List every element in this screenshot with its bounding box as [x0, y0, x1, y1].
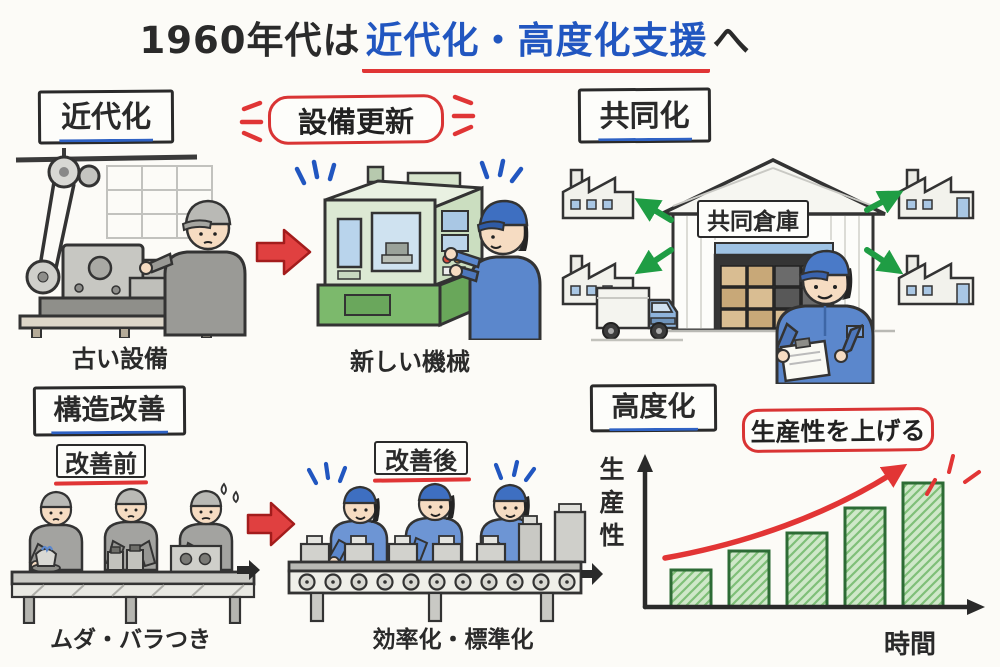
emphasis-dashes-right-icon: [451, 94, 476, 137]
sparkle-icon: [306, 459, 537, 486]
title-suffix: へ: [712, 19, 751, 62]
worker-new-machine: [444, 199, 542, 340]
factory-icon: [897, 168, 975, 220]
productivity-bar: [727, 549, 771, 609]
bench-items: [31, 544, 223, 574]
productivity-bar: [843, 506, 887, 609]
y-axis-arrow-icon: [637, 454, 653, 472]
after-improvement-label: 改善後: [374, 441, 468, 475]
page-title: 1960年代は 近代化・高度化支援 へ: [0, 10, 945, 73]
structural-improvement-label-text: 構造改善: [51, 387, 168, 435]
old-equipment-caption: 古い設備: [72, 345, 168, 373]
title-prefix: 1960年代は: [139, 19, 361, 62]
before-improvement-label: 改善前: [56, 444, 146, 478]
structural-improvement-label: 構造改善: [32, 385, 187, 437]
factory-icon: [897, 254, 975, 306]
sweat-drops-icon: [220, 482, 239, 504]
new-machine-caption: 新しい機械: [350, 348, 470, 376]
flow-arrow-icon: [581, 563, 603, 585]
uniform-products: [299, 503, 587, 564]
truck: [591, 286, 683, 342]
conveyor-belt: [287, 560, 583, 623]
productivity-chart: [637, 454, 985, 615]
emphasis-dashes-left-icon: [239, 100, 264, 143]
red-arrow-icon: [246, 501, 296, 547]
after-caption: 効率化・標準化: [372, 627, 534, 653]
y-axis-label-text: 生産性: [599, 455, 625, 550]
flow-arrow-icon: [237, 560, 260, 580]
before-improvement-illustration: [10, 482, 260, 624]
belt-drive: [15, 148, 198, 269]
cnc-machine: [316, 165, 488, 328]
advancement-label: 高度化: [589, 383, 718, 433]
sparkle-icon: [294, 158, 524, 186]
modernization-label-text: 近代化: [58, 91, 154, 143]
old-machine-illustration: [15, 148, 247, 338]
new-machine-illustration: [294, 158, 542, 340]
cooperation-label: 共同化: [577, 87, 712, 144]
title-highlight: 近代化・高度化支援: [362, 10, 711, 73]
cooperation-label-text: 共同化: [597, 90, 692, 141]
warehouse-sign: 共同倉庫: [697, 200, 809, 238]
before-improvement-label-text: 改善前: [65, 449, 137, 478]
worker-old-machine: [139, 199, 247, 337]
productivity-bar: [669, 568, 713, 609]
advancement-label-text: 高度化: [609, 384, 698, 432]
productivity-bar: [901, 481, 945, 609]
chart-bars: [669, 481, 945, 609]
after-improvement-label-text: 改善後: [385, 446, 457, 475]
cooperation-illustration: [561, 158, 975, 384]
productivity-bar: [785, 531, 829, 609]
after-improvement-illustration: [287, 459, 603, 623]
chart-axes: [642, 465, 974, 610]
factory-icon: [561, 168, 635, 220]
x-axis-label: 時間: [883, 630, 936, 660]
warehouse-sign-text: 共同倉庫: [707, 209, 799, 235]
green-arrow-icons: [634, 190, 904, 275]
x-axis-arrow-icon: [967, 599, 985, 615]
worker-clipboard: [775, 249, 875, 384]
red-arrow-icon: [255, 228, 312, 276]
modernization-label: 近代化: [37, 89, 175, 145]
equipment-renewal-label-text: 設備更新: [297, 103, 415, 140]
before-caption: ムダ・バラつき: [50, 627, 211, 653]
trend-arrow-icon: [662, 463, 908, 561]
equipment-renewal-label: 設備更新: [267, 94, 445, 145]
y-axis-label: 生産性: [598, 453, 626, 552]
workbench: [10, 570, 256, 624]
sparkle-icon: [925, 454, 981, 496]
warehouse: [655, 158, 895, 333]
